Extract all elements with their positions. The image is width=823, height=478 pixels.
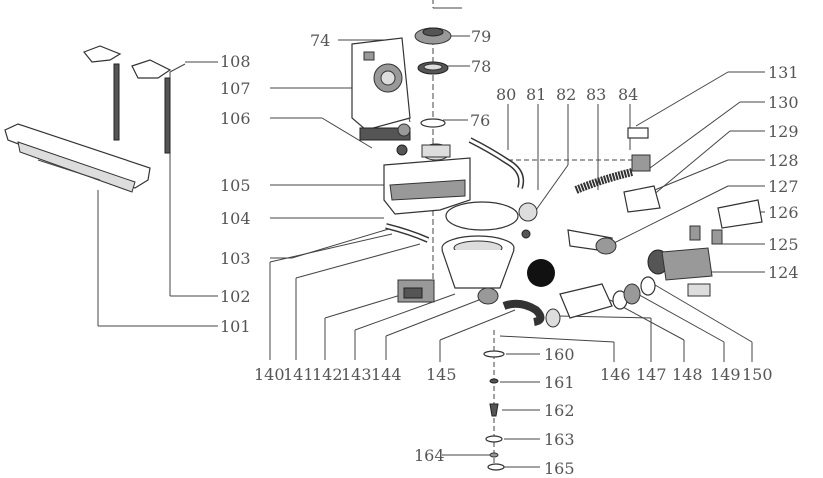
- part-124-motor: [647, 247, 713, 297]
- part-147-heater: [545, 283, 613, 328]
- label-144: 144: [371, 365, 402, 384]
- part-104-gasket: [445, 201, 519, 231]
- label-124: 124: [768, 263, 799, 282]
- label-79: 79: [471, 27, 491, 46]
- part-labels: 74 79 78 76 80 81 82 83 84 108 107 106 1…: [220, 27, 799, 478]
- part-80-hose: [468, 137, 525, 189]
- label-126: 126: [768, 203, 799, 222]
- part-101-tray: [4, 123, 151, 193]
- label-128: 128: [768, 151, 799, 170]
- part-78-ring: [417, 61, 449, 75]
- label-161: 161: [544, 373, 575, 392]
- part-125-126-bracket: [689, 199, 763, 245]
- part-sump: [441, 235, 555, 289]
- label-162: 162: [544, 401, 575, 420]
- label-148: 148: [672, 365, 703, 384]
- label-141: 141: [283, 365, 314, 384]
- label-146: 146: [600, 365, 631, 384]
- label-78: 78: [471, 57, 491, 76]
- label-74: 74: [310, 31, 330, 50]
- part-79-cap: [414, 27, 452, 45]
- part-107-bracket: [351, 37, 411, 141]
- label-150: 150: [742, 365, 773, 384]
- part-127-connector: [567, 229, 617, 255]
- part-103-hose: [385, 223, 430, 243]
- label-131: 131: [768, 63, 799, 82]
- label-130: 130: [768, 93, 799, 112]
- part-130-valve: [623, 127, 661, 213]
- label-165: 165: [544, 459, 575, 478]
- label-125: 125: [768, 235, 799, 254]
- part-76-oring: [420, 118, 446, 128]
- label-76: 76: [470, 111, 490, 130]
- label-108: 108: [220, 52, 251, 71]
- label-129: 129: [768, 122, 799, 141]
- label-101: 101: [220, 317, 251, 336]
- label-84: 84: [618, 85, 638, 104]
- label-82: 82: [556, 85, 576, 104]
- label-140: 140: [254, 365, 285, 384]
- label-145: 145: [426, 365, 457, 384]
- label-147: 147: [636, 365, 667, 384]
- label-127: 127: [768, 177, 799, 196]
- label-107: 107: [220, 79, 251, 98]
- label-143: 143: [341, 365, 372, 384]
- part-144-elbow: [477, 287, 545, 326]
- label-163: 163: [544, 430, 575, 449]
- label-164: 164: [414, 446, 445, 465]
- label-105: 105: [220, 176, 251, 195]
- part-81-disc: [518, 202, 538, 239]
- part-108-rods: [83, 45, 172, 154]
- label-102: 102: [220, 287, 251, 306]
- part-105-softener: [383, 143, 471, 215]
- part-84-hose: [574, 168, 633, 194]
- label-81: 81: [526, 85, 546, 104]
- part-142-pump: [397, 279, 435, 303]
- label-103: 103: [220, 249, 251, 268]
- label-160: 160: [544, 345, 575, 364]
- label-80: 80: [496, 85, 516, 104]
- label-104: 104: [220, 209, 251, 228]
- label-149: 149: [710, 365, 741, 384]
- part-148-149-rings: [612, 276, 656, 310]
- label-106: 106: [220, 109, 251, 128]
- label-83: 83: [586, 85, 606, 104]
- label-142: 142: [312, 365, 343, 384]
- part-stack-160-165: [483, 350, 505, 471]
